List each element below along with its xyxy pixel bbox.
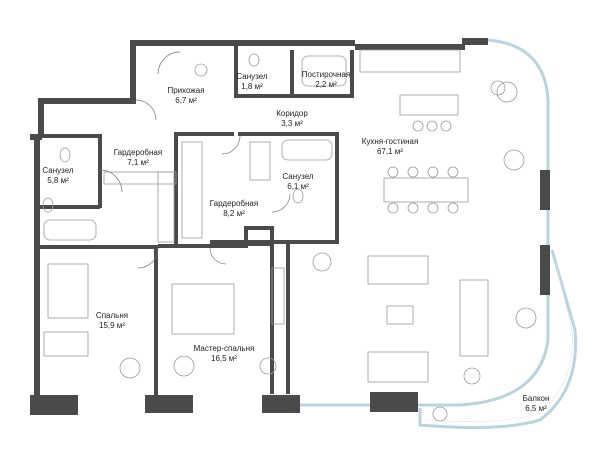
room-label-wardrobe-2: Гардеробная 8,2 м² bbox=[210, 199, 258, 219]
room-name: Прихожая bbox=[167, 86, 205, 95]
room-name: Мастер-спальня bbox=[193, 344, 255, 353]
room-label-bath-1: Санузел 1,8 м² bbox=[236, 72, 267, 92]
room-label-laundry: Постирочная 2,2 м² bbox=[302, 70, 350, 90]
room-name: Санузел bbox=[282, 172, 314, 181]
balcony-floor bbox=[424, 259, 573, 422]
room-label-corridor: Коридор 3,3 м² bbox=[276, 109, 308, 129]
walls bbox=[30, 38, 488, 415]
room-area: 6,7 м² bbox=[175, 96, 197, 105]
room-area: 3,3 м² bbox=[281, 119, 303, 128]
room-name: Балкон bbox=[522, 394, 550, 403]
room-label-bath-3: Санузел 6,1 м² bbox=[282, 172, 313, 192]
room-area: 1,8 м² bbox=[241, 82, 263, 91]
room-area: 67,1 м² bbox=[377, 147, 403, 156]
room-name: Санузел bbox=[236, 72, 268, 81]
furniture bbox=[42, 49, 537, 422]
balcony-glazing bbox=[300, 38, 578, 430]
room-name: Гардеробная bbox=[209, 199, 259, 208]
room-name: Кухня-гостиная bbox=[361, 137, 419, 146]
room-area: 2,2 м² bbox=[315, 80, 337, 89]
room-area: 15,9 м² bbox=[99, 321, 125, 330]
room-area: 7,1 м² bbox=[127, 158, 149, 167]
room-label-wardrobe-1: Гардеробная 7,1 м² bbox=[114, 148, 162, 168]
room-name: Спальня bbox=[95, 311, 129, 320]
room-label-hallway: Прихожая 6,7 м² bbox=[167, 86, 204, 106]
room-area: 8,2 м² bbox=[223, 209, 245, 218]
room-label-balcony: Балкон 6,5 м² bbox=[523, 394, 550, 414]
room-area: 5,8 м² bbox=[47, 176, 69, 185]
room-area: 6,1 м² bbox=[287, 182, 309, 191]
window-frames bbox=[540, 170, 550, 295]
room-name: Санузел bbox=[42, 166, 74, 175]
room-label-bedroom: Спальня 15,9 м² bbox=[96, 311, 128, 331]
room-label-kitchen-living: Кухня-гостиная 67,1 м² bbox=[362, 137, 419, 157]
room-name: Постирочная bbox=[301, 70, 351, 79]
room-label-bath-2: Санузел 5,8 м² bbox=[42, 166, 73, 186]
room-label-master-bedroom: Мастер-спальня 16,5 м² bbox=[194, 344, 255, 364]
door-swings bbox=[99, 51, 291, 269]
room-area: 16,5 м² bbox=[211, 354, 237, 363]
room-area: 6,5 м² bbox=[525, 404, 547, 413]
room-name: Коридор bbox=[276, 109, 308, 118]
room-name: Гардеробная bbox=[113, 148, 163, 157]
